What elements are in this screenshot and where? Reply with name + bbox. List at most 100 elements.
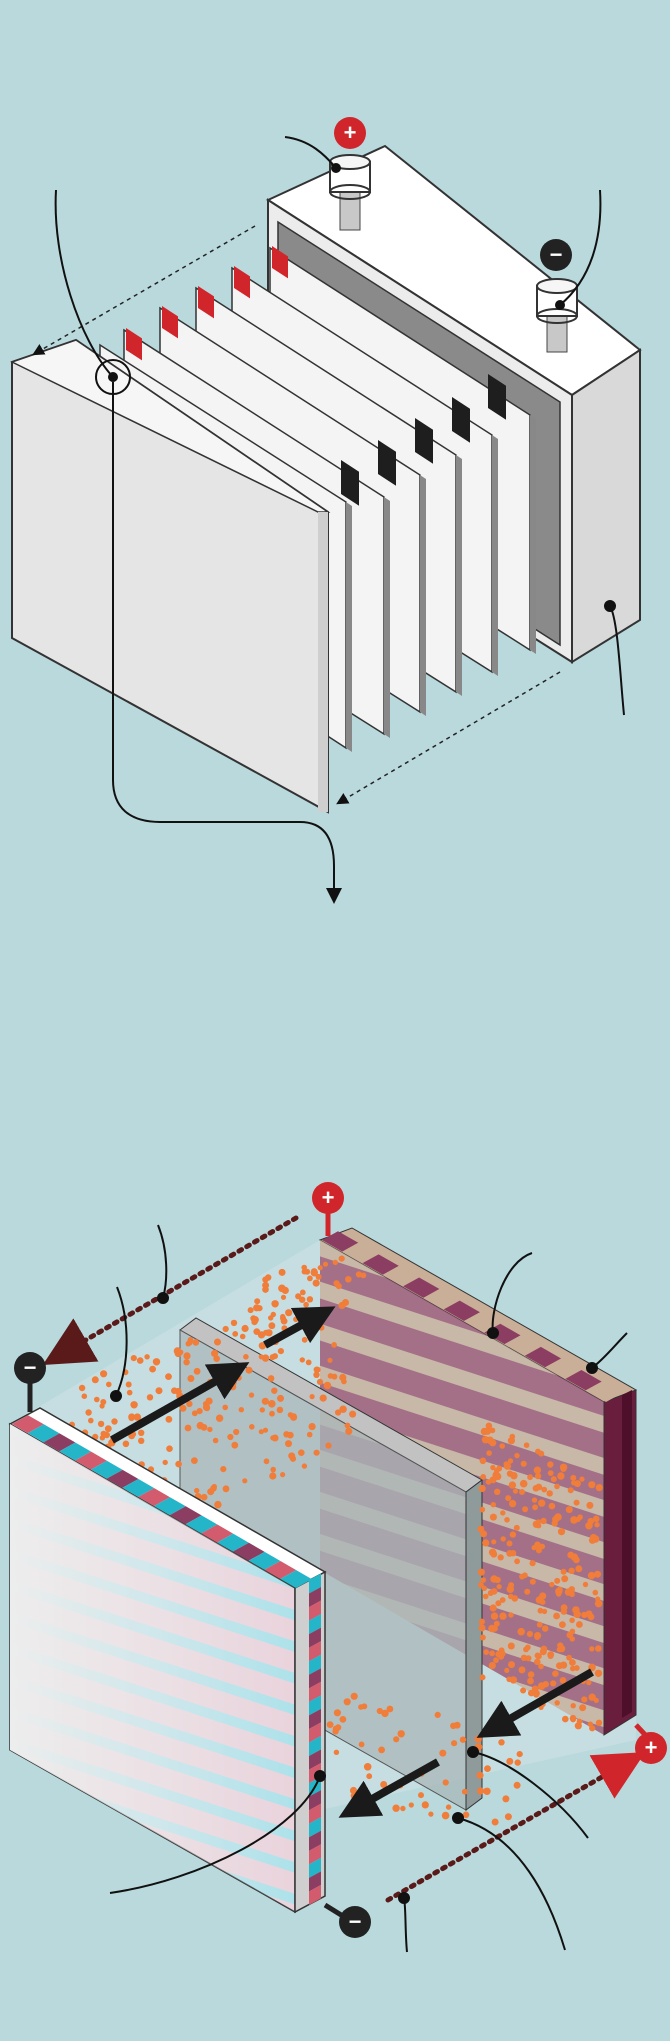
ion-dot (474, 1735, 482, 1743)
ion-dot (301, 1268, 308, 1275)
ion-dot (486, 1450, 492, 1456)
edge-stripe (382, 1265, 420, 1287)
ion-dot (557, 1472, 565, 1480)
edge-stripe (565, 1370, 602, 1391)
ion-dot (308, 1423, 316, 1431)
ion-dot (138, 1429, 145, 1437)
ion-dot (594, 1599, 603, 1608)
ion-dot (520, 1654, 528, 1662)
edge-stripe (423, 1289, 460, 1310)
ion-dot (531, 1497, 538, 1503)
ion-dot (265, 1274, 272, 1281)
ion-dot (517, 1627, 525, 1636)
ion-dot (594, 1669, 603, 1678)
ion-dot (485, 1422, 493, 1430)
ion-dot (258, 1342, 267, 1350)
ion-dot (569, 1617, 575, 1624)
ion-dot (519, 1489, 525, 1495)
ion-dot (490, 1575, 498, 1583)
ion-dot (315, 1273, 322, 1280)
ion-dot (258, 1354, 264, 1360)
ion-dot (249, 1424, 255, 1430)
ion-dot (506, 1757, 514, 1765)
edge-stripe (90, 1460, 123, 1479)
ion-dot (478, 1618, 485, 1625)
negative-terminal (536, 278, 578, 353)
edge-stripe (138, 1488, 170, 1506)
ion-dot (316, 1378, 324, 1385)
ion-dot (534, 1652, 541, 1659)
ion-dot (130, 1401, 138, 1409)
ion-dot (595, 1484, 603, 1492)
ion-dot (477, 1787, 485, 1795)
ion-dot (166, 1445, 173, 1452)
ion-dot (586, 1679, 592, 1686)
ion-dot (508, 1499, 517, 1508)
ion-dot (179, 1404, 187, 1412)
ion-dot (94, 1396, 100, 1403)
ion-dot (392, 1804, 400, 1812)
anode-edge-stripes (12, 1415, 312, 1588)
edge-stripe (309, 1641, 321, 1662)
ion-dot (508, 1661, 515, 1669)
ion-dot (277, 1348, 284, 1355)
ion-dot (152, 1358, 161, 1366)
ion-dot (149, 1365, 157, 1373)
ion-dot (535, 1523, 542, 1529)
ion-dot (581, 1611, 588, 1619)
ion-dot (171, 1387, 178, 1394)
edge-stripe (309, 1857, 321, 1878)
ion-dot (376, 1707, 383, 1715)
ion-dot (133, 1413, 142, 1421)
ion-dot (579, 1704, 587, 1712)
edge-stripe (185, 1515, 218, 1534)
ion-dot (341, 1378, 347, 1385)
ion-dot (490, 1464, 496, 1471)
edge-stripe (280, 1570, 312, 1588)
ion-dot (271, 1387, 278, 1394)
ion-dot (507, 1642, 515, 1650)
edge-stripe (309, 1627, 321, 1648)
ion-dot (78, 1384, 86, 1392)
ion-dot (581, 1696, 588, 1703)
ion-dot (509, 1550, 517, 1557)
ion-dot (508, 1481, 517, 1489)
ion-dot (451, 1740, 458, 1747)
ion-dot (540, 1517, 547, 1525)
ion-dot (528, 1689, 535, 1697)
ion-dot (285, 1440, 292, 1448)
ion-dot (514, 1759, 521, 1766)
ion-dot (277, 1394, 284, 1402)
ion-dot (539, 1543, 546, 1550)
ion-dot (479, 1457, 487, 1465)
edge-stripe (443, 1300, 480, 1321)
positive-terminal-icon: + (334, 117, 366, 149)
edge-stripe (154, 1497, 186, 1516)
ion-dot (573, 1480, 581, 1488)
ion-dot (207, 1426, 213, 1433)
ion-dot (481, 1436, 490, 1444)
ion-dot (505, 1495, 512, 1502)
negative-terminal-icon: − (540, 239, 572, 271)
explode-arrow-lower (336, 671, 561, 805)
edge-stripe (309, 1586, 321, 1608)
edge-stripe (309, 1844, 321, 1865)
ion-dot (212, 1437, 219, 1444)
ion-dot (535, 1547, 542, 1554)
ion-dot (489, 1650, 495, 1657)
ion-dot (594, 1570, 601, 1578)
edge-stripe (309, 1749, 321, 1770)
ion-dot (538, 1499, 546, 1507)
ion-dot (524, 1588, 531, 1595)
ion-dot (122, 1440, 130, 1448)
ion-dot (138, 1437, 145, 1445)
ion-dot (307, 1275, 313, 1282)
ion-dot (299, 1357, 305, 1363)
ion-dot (267, 1375, 275, 1382)
ion-dot (213, 1355, 220, 1362)
ion-dot (462, 1811, 470, 1819)
ion-dot (547, 1653, 554, 1659)
ion-dot (592, 1589, 599, 1596)
ion-dot (513, 1524, 520, 1531)
edge-stripe (403, 1277, 440, 1298)
